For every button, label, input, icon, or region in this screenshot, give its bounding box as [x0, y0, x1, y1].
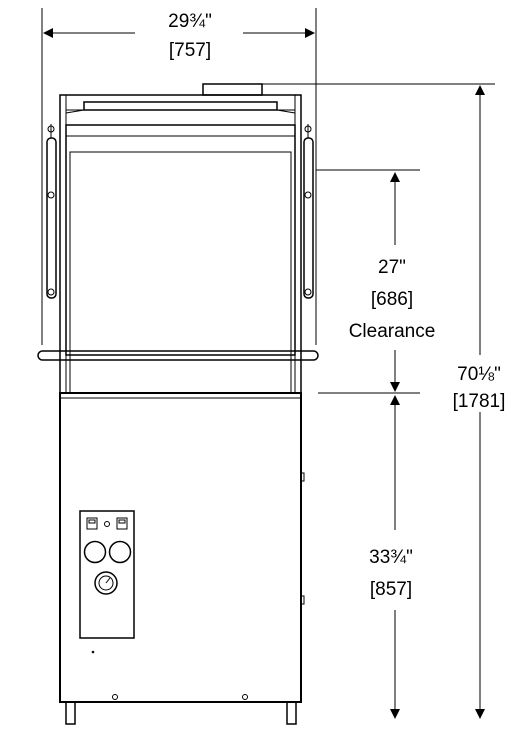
- cabinet-body: [59, 392, 302, 703]
- overall-height-metric: [1781]: [453, 391, 506, 412]
- width-metric: [757]: [169, 40, 211, 61]
- control-panel: [79, 510, 135, 639]
- wash-gauge-icon: [83, 540, 107, 564]
- temperature-dial-icon: [94, 571, 118, 595]
- right-leg: [286, 701, 297, 725]
- clearance-value: 27": [378, 257, 406, 278]
- right-strut: [303, 124, 314, 299]
- upper-hood: [59, 83, 302, 394]
- door-handle-bar: [37, 344, 319, 361]
- door-panel: [65, 124, 296, 356]
- left-strut: [46, 124, 57, 299]
- width-value: 29¾": [168, 11, 212, 32]
- rinse-gauge-icon: [108, 540, 132, 564]
- indicator-light-icon: [104, 521, 110, 527]
- hood-top-cap: [83, 101, 278, 111]
- lower-cabinet: [59, 392, 305, 703]
- legs: [65, 701, 297, 725]
- hood-frame: [59, 94, 302, 394]
- start-switch-icon: [116, 517, 128, 530]
- power-switch-icon: [86, 517, 98, 530]
- clearance-metric: [686]: [371, 289, 413, 310]
- top-vent: [202, 83, 263, 96]
- lower-height-value: 33¾": [369, 547, 413, 568]
- left-leg: [65, 701, 76, 725]
- extension-lines: [41, 8, 495, 394]
- clearance-label: Clearance: [349, 321, 436, 342]
- lower-height-metric: [857]: [370, 579, 412, 600]
- overall-height-value: 70⅛": [457, 364, 501, 385]
